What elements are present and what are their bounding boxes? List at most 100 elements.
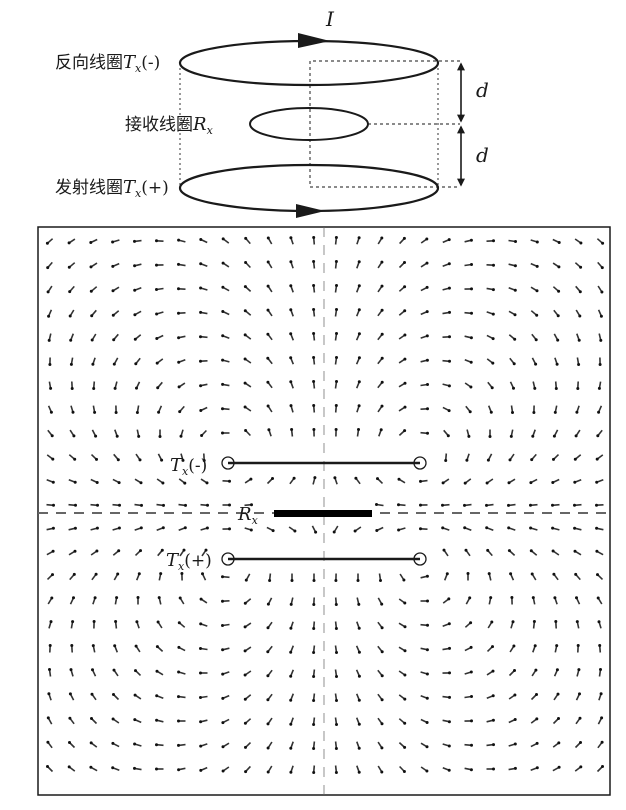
field-vector-head	[221, 769, 225, 773]
field-vector-head	[138, 458, 142, 462]
field-vector-head	[73, 457, 77, 461]
field-vector-head	[114, 620, 118, 623]
field-vector-head	[463, 526, 467, 530]
field-vector-head	[271, 477, 274, 480]
field-vector-head	[510, 596, 514, 599]
field-vector-head	[74, 503, 77, 507]
field-vector-head	[113, 644, 117, 648]
field-vector-head	[221, 261, 225, 265]
field-vector-head	[111, 240, 115, 244]
field-vector-head	[136, 596, 140, 599]
field-vector-head	[312, 675, 316, 678]
field-vector-head	[51, 526, 55, 530]
field-vector-head	[177, 360, 181, 364]
field-vector-head	[334, 260, 338, 263]
field-vector-head	[380, 260, 384, 264]
field-vector-head	[419, 527, 422, 531]
field-vector-head	[512, 386, 515, 390]
field-vector-head	[72, 434, 76, 438]
field-vector-head	[266, 698, 270, 702]
field-vector-head	[380, 236, 384, 240]
field-vector-head	[573, 480, 577, 484]
field-vector-head	[600, 740, 604, 744]
field-vector-head	[334, 428, 338, 431]
tx-minus-left-crosssection	[221, 456, 235, 470]
field-vector-head	[446, 434, 450, 438]
field-vector-head	[357, 332, 361, 336]
field-vector-head	[244, 261, 248, 264]
field-vector-head	[221, 745, 225, 749]
field-vector-head	[312, 332, 316, 335]
field-vector-head	[179, 434, 183, 438]
field-vector-head	[155, 718, 159, 722]
field-vector-head	[380, 332, 384, 336]
field-vector-head	[111, 289, 115, 293]
field-vector-head	[335, 651, 338, 654]
field-vector-head	[513, 766, 517, 770]
field-vector-head	[447, 768, 451, 772]
field-vector-head	[403, 601, 407, 605]
field-vector-head	[113, 386, 117, 390]
field-vector-head	[357, 698, 361, 702]
field-vector-head	[157, 410, 161, 414]
field-vector-head	[221, 310, 225, 313]
field-vector-head	[530, 458, 534, 462]
field-vector-head	[312, 579, 316, 582]
field-vector-head	[575, 410, 579, 414]
rx-coil-bar	[274, 510, 372, 517]
field-vector-head	[469, 670, 473, 674]
field-vector-head	[221, 382, 225, 386]
field-vector-head	[91, 644, 95, 648]
field-vector-head	[243, 697, 247, 701]
field-vector-head	[52, 503, 55, 507]
field-vector-head	[289, 236, 293, 240]
field-vector-head	[447, 238, 451, 242]
field-vector-head	[70, 387, 74, 390]
field-vector-head	[133, 264, 137, 268]
field-vector-head	[357, 770, 361, 774]
field-vector-head	[243, 285, 247, 289]
field-vector-head	[221, 334, 225, 338]
field-vector-head	[199, 647, 202, 650]
field-vector-head	[134, 669, 137, 673]
field-vector-head	[492, 767, 495, 771]
field-vector-head	[403, 745, 407, 749]
tx-plus-left-crosssection	[221, 552, 235, 566]
field-vector-head	[513, 264, 517, 268]
field-vector-head	[403, 381, 407, 385]
field-vector-head	[90, 692, 94, 696]
tx-minus-right-crosssection	[413, 456, 427, 470]
field-vector-head	[48, 644, 52, 647]
field-vector-head	[491, 669, 495, 673]
field-vector-head	[158, 435, 162, 438]
field-vector-head	[535, 264, 539, 268]
field-vector-head	[595, 549, 599, 553]
field-vector-head	[357, 284, 361, 288]
field-vector-head	[448, 335, 451, 339]
field-vector-head	[335, 723, 338, 726]
field-vector-head	[575, 596, 578, 600]
field-vector-head	[51, 549, 55, 553]
field-vector-head	[576, 387, 580, 390]
field-vector-head	[202, 459, 206, 462]
field-vector-head	[425, 721, 429, 724]
field-vector-head	[133, 718, 137, 722]
field-vector-head	[180, 572, 184, 575]
field-vector-head	[135, 620, 139, 624]
field-vector-head	[221, 431, 224, 435]
field-vector-head	[51, 573, 54, 577]
field-vector-head	[267, 428, 271, 432]
field-vector-head	[599, 692, 603, 696]
field-vector-head	[115, 434, 119, 438]
field-vector-head	[447, 409, 451, 413]
field-vector-head	[334, 579, 338, 582]
field-vector-head	[553, 596, 557, 600]
field-vector-head	[221, 721, 225, 725]
field-vector-head	[199, 597, 203, 601]
field-vector-head	[334, 627, 338, 630]
field-vector-head	[470, 743, 473, 747]
field-vector-head	[335, 380, 338, 383]
field-vector-head	[448, 671, 451, 675]
field-vector-head	[403, 261, 406, 264]
